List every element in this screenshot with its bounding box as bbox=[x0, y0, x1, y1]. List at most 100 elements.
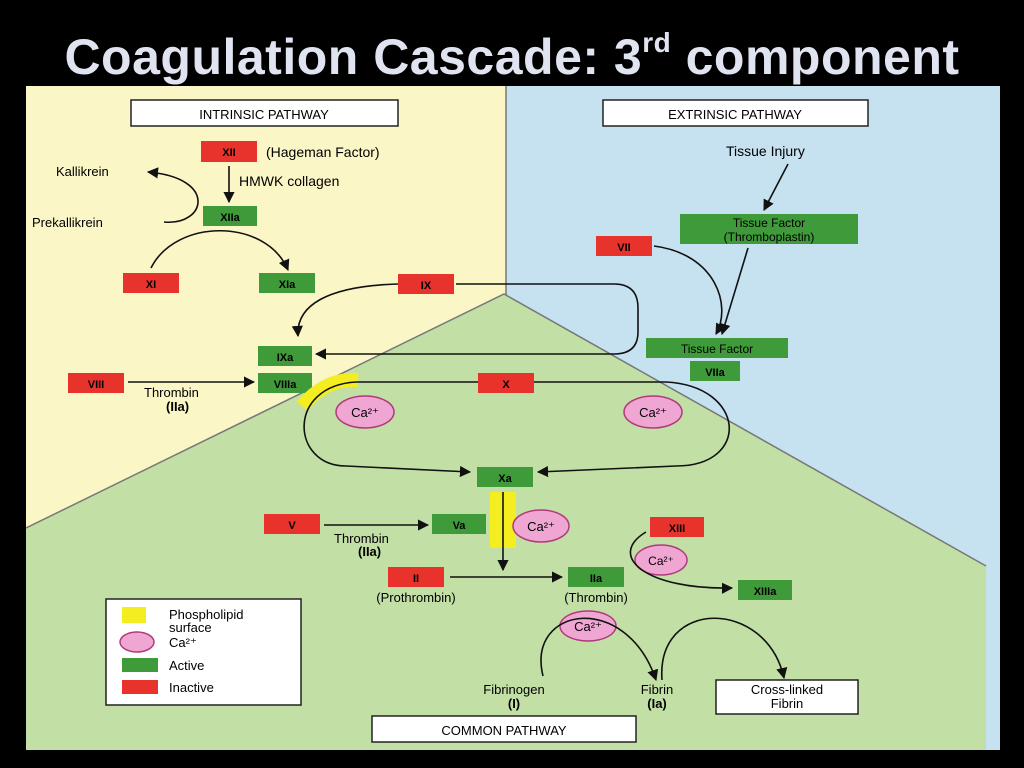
arrow-ix-ixa bbox=[291, 283, 399, 338]
thrombin-label-viii: Thrombin bbox=[144, 385, 199, 400]
factor-x bbox=[478, 373, 534, 393]
factor-xiiia bbox=[738, 580, 792, 600]
loop-extrinsic-tenase bbox=[534, 381, 730, 478]
fibrin-sub-label: (Ia) bbox=[647, 696, 667, 711]
arrow-ix-loop bbox=[314, 283, 639, 360]
extrinsic-header-box bbox=[602, 99, 869, 127]
factor-ixa bbox=[258, 346, 312, 366]
hmwk-label: HMWK collagen bbox=[239, 173, 339, 189]
arrow-fibrin-crosslinked bbox=[661, 617, 788, 681]
factor-v-label: V bbox=[288, 520, 296, 532]
coagulation-diagram: INTRINSIC PATHWAY EXTRINSIC PATHWAY COMM… bbox=[26, 86, 1000, 750]
fibrinogen-label: Fibrinogen bbox=[483, 682, 544, 697]
prekallikrein-label: Prekallikrein bbox=[32, 215, 103, 230]
legend-active-swatch bbox=[122, 658, 158, 672]
slide-title: Coagulation Cascade: 3rd component bbox=[0, 27, 1024, 86]
intrinsic-header-box bbox=[130, 99, 399, 127]
arrow-tf-complex bbox=[719, 247, 749, 336]
crosslinked-fibrin-box bbox=[715, 679, 859, 715]
factor-xii bbox=[201, 141, 257, 162]
factor-ix bbox=[398, 274, 454, 294]
thromboplastin-label: (Thromboplastin) bbox=[724, 230, 815, 244]
arrow-xiii-xiiia bbox=[629, 531, 734, 594]
iia-label-viii: (IIa) bbox=[166, 399, 189, 414]
factor-viia bbox=[690, 361, 740, 381]
arrow-injury-tf bbox=[763, 163, 789, 211]
calcium-ion-prothrombinase bbox=[512, 509, 570, 543]
legend-inactive-label: Inactive bbox=[169, 680, 214, 695]
tissue-injury-label: Tissue Injury bbox=[726, 143, 805, 159]
factor-iia-label: IIa bbox=[590, 573, 603, 585]
legend-surface-label: surface bbox=[169, 620, 212, 635]
intrinsic-header: INTRINSIC PATHWAY bbox=[199, 107, 329, 122]
tissue-factor-label: Tissue Factor bbox=[733, 216, 805, 230]
kallikrein-label: Kallikrein bbox=[56, 164, 109, 179]
factor-xiia-label: XIIa bbox=[220, 212, 240, 224]
loop-intrinsic-tenase bbox=[303, 381, 478, 478]
arrow-xi-xia bbox=[150, 230, 290, 272]
factor-xa-label: Xa bbox=[498, 473, 512, 485]
arrow-prekallikrein bbox=[146, 167, 199, 223]
factor-xi-label: XI bbox=[146, 279, 156, 291]
factor-viiia bbox=[258, 373, 312, 393]
title-superscript: rd bbox=[642, 27, 672, 59]
prothrombin-label: (Prothrombin) bbox=[376, 590, 455, 605]
crosslinked-label: Cross-linked bbox=[751, 682, 823, 697]
thrombin-label-v: Thrombin bbox=[334, 531, 389, 546]
factor-viia-label: VIIa bbox=[705, 367, 725, 379]
thrombin-paren-label: (Thrombin) bbox=[564, 590, 628, 605]
crosslinked-fibrin-label: Fibrin bbox=[771, 696, 804, 711]
factor-xi bbox=[123, 273, 179, 293]
factor-xiiia-label: XIIIa bbox=[754, 586, 778, 598]
factor-viii bbox=[68, 373, 124, 393]
factor-xii-label: XII bbox=[222, 147, 235, 159]
factor-vii-label: VII bbox=[617, 242, 630, 254]
hageman-label: (Hageman Factor) bbox=[266, 144, 380, 160]
legend-calcium-swatch bbox=[119, 631, 155, 653]
calcium-label-xiii: Ca²⁺ bbox=[648, 554, 674, 568]
factor-viiia-label: VIIIa bbox=[274, 379, 298, 391]
factor-ii-label: II bbox=[413, 573, 419, 585]
factor-x-label: X bbox=[502, 379, 510, 391]
legend-phospholipid-label: Phospholipid bbox=[169, 607, 243, 622]
fibrin-label: Fibrin bbox=[641, 682, 674, 697]
calcium-label-prothrombinase: Ca²⁺ bbox=[527, 519, 555, 534]
tissue-factor-complex-box bbox=[646, 338, 788, 358]
iia-label-v: (IIa) bbox=[358, 544, 381, 559]
tissue-factor-box bbox=[680, 214, 858, 244]
factor-xiii bbox=[650, 517, 704, 537]
legend-phospholipid-swatch bbox=[122, 607, 146, 623]
factor-va-label: Va bbox=[453, 520, 467, 532]
title-main: Coagulation Cascade: 3 bbox=[64, 29, 643, 85]
factor-vii bbox=[596, 236, 652, 256]
region-divider-diagonal bbox=[26, 293, 987, 567]
factor-ii bbox=[388, 567, 444, 587]
calcium-label-fibrin: Ca²⁺ bbox=[574, 619, 602, 634]
extrinsic-header: EXTRINSIC PATHWAY bbox=[668, 107, 802, 122]
factor-xiii-label: XIII bbox=[669, 523, 686, 535]
calcium-ion-intrinsic bbox=[335, 395, 395, 429]
common-header-box bbox=[371, 715, 637, 743]
calcium-ion-xiii bbox=[634, 544, 688, 576]
factor-va bbox=[432, 514, 486, 534]
tissue-factor-complex-label: Tissue Factor bbox=[681, 342, 753, 356]
factor-xia-label: XIa bbox=[279, 279, 296, 291]
legend-inactive-swatch bbox=[122, 680, 158, 694]
factor-xiia bbox=[203, 206, 257, 226]
calcium-label-extrinsic: Ca²⁺ bbox=[639, 405, 667, 420]
factor-xa bbox=[477, 467, 533, 487]
factor-ix-label: IX bbox=[421, 280, 432, 292]
factor-xia bbox=[259, 273, 315, 293]
calcium-ion-extrinsic bbox=[623, 395, 683, 429]
common-header: COMMON PATHWAY bbox=[441, 723, 567, 738]
factor-iia bbox=[568, 567, 624, 587]
legend-active-label: Active bbox=[169, 658, 204, 673]
title-tail: component bbox=[671, 29, 960, 85]
arrow-fibrinogen-fibrin bbox=[540, 617, 659, 682]
calcium-label-intrinsic: Ca²⁺ bbox=[351, 405, 379, 420]
legend-calcium-label: Ca²⁺ bbox=[169, 635, 197, 650]
factor-viii-label: VIII bbox=[88, 379, 105, 391]
calcium-ion-fibrin bbox=[559, 610, 617, 642]
factor-ixa-label: IXa bbox=[277, 352, 294, 364]
factor-v bbox=[264, 514, 320, 534]
